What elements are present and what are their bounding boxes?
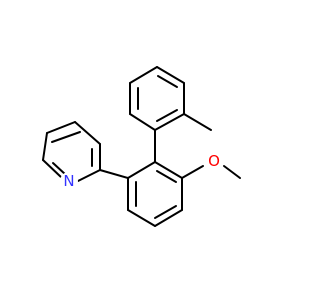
bond — [129, 113, 156, 131]
bond — [157, 75, 178, 88]
bond — [42, 159, 63, 179]
bond — [154, 113, 185, 131]
bond — [156, 170, 177, 183]
structure-canvas: N O — [42, 66, 241, 227]
bond — [74, 121, 101, 145]
pyridine-ring — [42, 121, 101, 182]
bond — [127, 209, 156, 227]
methoxy-bond — [223, 165, 241, 179]
atom-oxygen: O — [205, 152, 223, 170]
bond — [154, 205, 177, 219]
bond — [42, 132, 48, 161]
bond — [156, 66, 185, 84]
bond — [46, 121, 76, 134]
atom-label-n: N — [63, 172, 74, 190]
atom-nitrogen: N — [60, 172, 78, 190]
bond — [77, 169, 101, 182]
bond — [129, 66, 158, 84]
bond — [154, 161, 183, 179]
tolyl-ring — [129, 66, 185, 131]
atom-label-o: O — [208, 152, 220, 170]
methoxy-bond — [181, 165, 204, 179]
methyl-bond — [183, 113, 212, 131]
bond — [154, 209, 183, 227]
bond — [99, 169, 129, 179]
bond — [51, 131, 81, 143]
bond — [52, 162, 67, 176]
bond — [127, 161, 156, 179]
bond — [156, 109, 178, 122]
central-benzene-ring — [127, 161, 183, 227]
molecule-diagram: N O — [42, 66, 241, 227]
